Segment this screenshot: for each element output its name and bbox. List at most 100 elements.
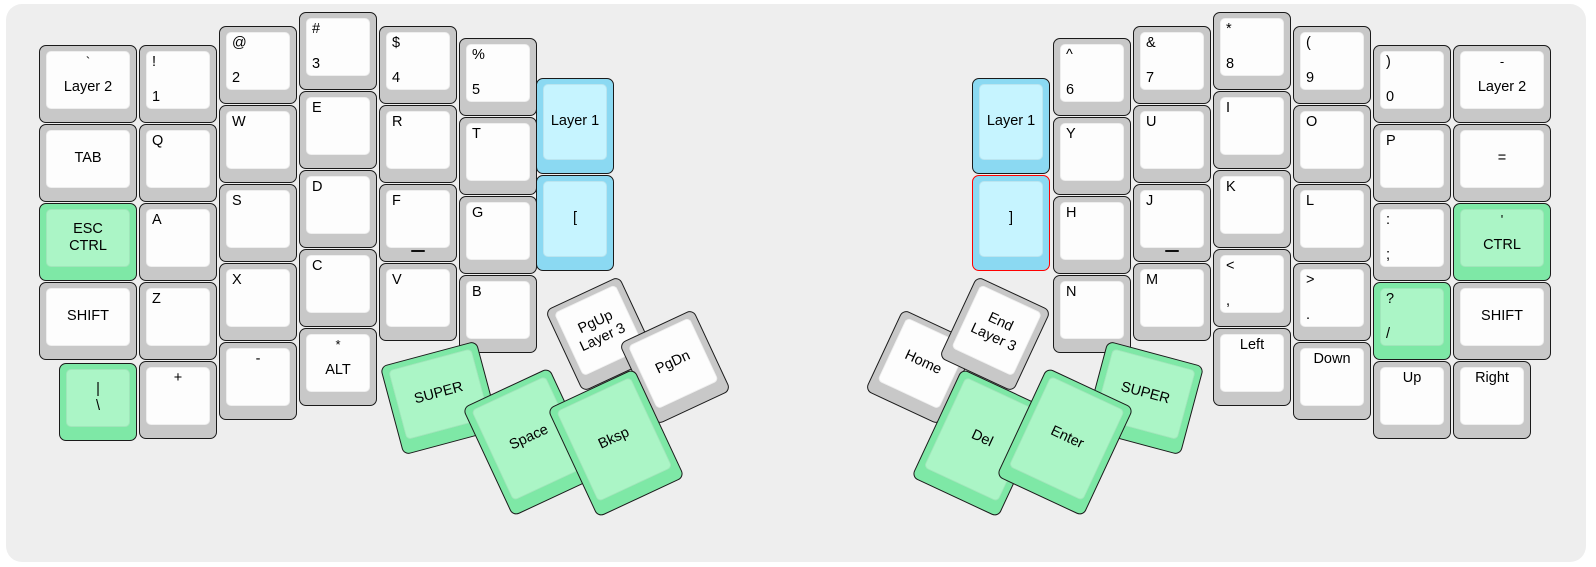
key-legend-top: C: [312, 258, 323, 274]
key-legends: <,: [1220, 255, 1284, 313]
keycap-surface: [1380, 51, 1444, 109]
key-legend-bottom: ]: [1008, 210, 1014, 227]
key-legends: |\: [66, 369, 130, 427]
keycap-surface: [466, 44, 530, 102]
key-l-grave-layer2[interactable]: `Layer 2: [39, 45, 137, 123]
key-l-layer1[interactable]: Layer 1: [536, 78, 614, 174]
key-legends: E: [306, 97, 370, 155]
key-l-2[interactable]: @2: [219, 26, 297, 104]
key-r-9[interactable]: (9: [1293, 26, 1371, 104]
keycap-surface: [306, 97, 370, 155]
key-l-c[interactable]: C: [299, 249, 377, 327]
key-legends: #3: [306, 18, 370, 76]
key-r-7[interactable]: &7: [1133, 26, 1211, 104]
key-l-4[interactable]: $4: [379, 26, 457, 104]
key-legend-top: I: [1226, 100, 1231, 116]
keycap-surface: [1300, 348, 1364, 406]
key-r-i[interactable]: I: [1213, 91, 1291, 169]
key-l-1[interactable]: !1: [139, 45, 217, 123]
key-r-minus-layer2[interactable]: -Layer 2: [1453, 45, 1551, 123]
key-l-minus[interactable]: -: [219, 342, 297, 420]
key-r-m[interactable]: M: [1133, 263, 1211, 341]
keycap-surface: [146, 51, 210, 109]
key-r-8[interactable]: *8: [1213, 12, 1291, 90]
key-legend-top: W: [232, 114, 246, 130]
key-r-6[interactable]: ^6: [1053, 38, 1131, 116]
key-r-k[interactable]: K: [1213, 170, 1291, 248]
key-l-plus[interactable]: +: [139, 361, 217, 439]
key-r-right[interactable]: Right: [1453, 361, 1531, 439]
key-l-x[interactable]: X: [219, 263, 297, 341]
key-r-shift[interactable]: SHIFT: [1453, 282, 1551, 360]
key-legends: S: [226, 190, 290, 248]
key-r-rbracket[interactable]: ]: [972, 175, 1050, 271]
key-legend-bottom: +: [173, 370, 183, 386]
key-legend-bottom: ;: [1386, 246, 1391, 263]
key-legend-top: D: [312, 179, 323, 195]
key-l-v[interactable]: V: [379, 263, 457, 341]
key-r-h[interactable]: H: [1053, 196, 1131, 274]
keycap-surface: [1380, 130, 1444, 188]
key-l-t[interactable]: T: [459, 117, 537, 195]
key-r-left[interactable]: Left: [1213, 328, 1291, 406]
key-l-5[interactable]: %5: [459, 38, 537, 116]
key-legends: R: [386, 111, 450, 169]
key-l-b[interactable]: B: [459, 275, 537, 353]
key-legend-bottom: 0: [1386, 88, 1395, 105]
keycap-surface: [1300, 190, 1364, 248]
key-legend-top: Z: [152, 291, 161, 307]
key-l-f[interactable]: F: [379, 184, 457, 262]
key-l-shift[interactable]: SHIFT: [39, 282, 137, 360]
key-l-g[interactable]: G: [459, 196, 537, 274]
key-r-comma[interactable]: <,: [1213, 249, 1291, 327]
key-r-slash[interactable]: ?/: [1373, 282, 1451, 360]
key-r-equal[interactable]: =: [1453, 124, 1551, 202]
key-legend-top: N: [1066, 284, 1077, 300]
key-legend-top: @: [232, 35, 247, 51]
key-r-quote-ctrl[interactable]: 'CTRL: [1453, 203, 1551, 281]
keycap-surface: [1300, 111, 1364, 169]
key-l-tab[interactable]: TAB: [39, 124, 137, 202]
keycap-surface: [386, 269, 450, 327]
key-l-w[interactable]: W: [219, 105, 297, 183]
key-legend-top: ': [1500, 212, 1504, 227]
key-l-a[interactable]: A: [139, 203, 217, 281]
key-r-0[interactable]: )0: [1373, 45, 1451, 123]
key-r-l[interactable]: L: [1293, 184, 1371, 262]
key-r-u[interactable]: U: [1133, 105, 1211, 183]
key-legends: (9: [1300, 32, 1364, 90]
key-r-y[interactable]: Y: [1053, 117, 1131, 195]
keycap-surface: [1220, 97, 1284, 155]
key-legends: +: [146, 367, 210, 425]
key-r-o[interactable]: O: [1293, 105, 1371, 183]
key-r-period[interactable]: >.: [1293, 263, 1371, 341]
key-l-alt[interactable]: *ALT: [299, 328, 377, 406]
key-legend-bottom: 3: [312, 55, 321, 72]
key-l-d[interactable]: D: [299, 170, 377, 248]
key-legends: F: [386, 190, 450, 248]
key-legends: N: [1060, 281, 1124, 339]
key-legends: Layer 1: [979, 84, 1043, 160]
key-l-z[interactable]: Z: [139, 282, 217, 360]
key-l-s[interactable]: S: [219, 184, 297, 262]
key-r-semicolon[interactable]: :;: [1373, 203, 1451, 281]
key-r-p[interactable]: P: [1373, 124, 1451, 202]
key-l-r[interactable]: R: [379, 105, 457, 183]
keycap-surface: [306, 334, 370, 392]
key-legend-top: X: [232, 272, 242, 288]
key-l-pipe-backslash[interactable]: |\: [59, 363, 137, 441]
key-r-j[interactable]: J: [1133, 184, 1211, 262]
key-l-q[interactable]: Q: [139, 124, 217, 202]
key-r-up[interactable]: Up: [1373, 361, 1451, 439]
key-legends: -Layer 2: [1460, 51, 1544, 109]
keycap-surface: [1060, 281, 1124, 339]
key-l-lbracket[interactable]: [: [536, 175, 614, 271]
key-r-layer1[interactable]: Layer 1: [972, 78, 1050, 174]
key-l-3[interactable]: #3: [299, 12, 377, 90]
key-l-e[interactable]: E: [299, 91, 377, 169]
key-legend-top: <: [1226, 258, 1235, 274]
key-r-n[interactable]: N: [1053, 275, 1131, 353]
key-legends: B: [466, 281, 530, 339]
key-r-down[interactable]: Down: [1293, 342, 1371, 420]
